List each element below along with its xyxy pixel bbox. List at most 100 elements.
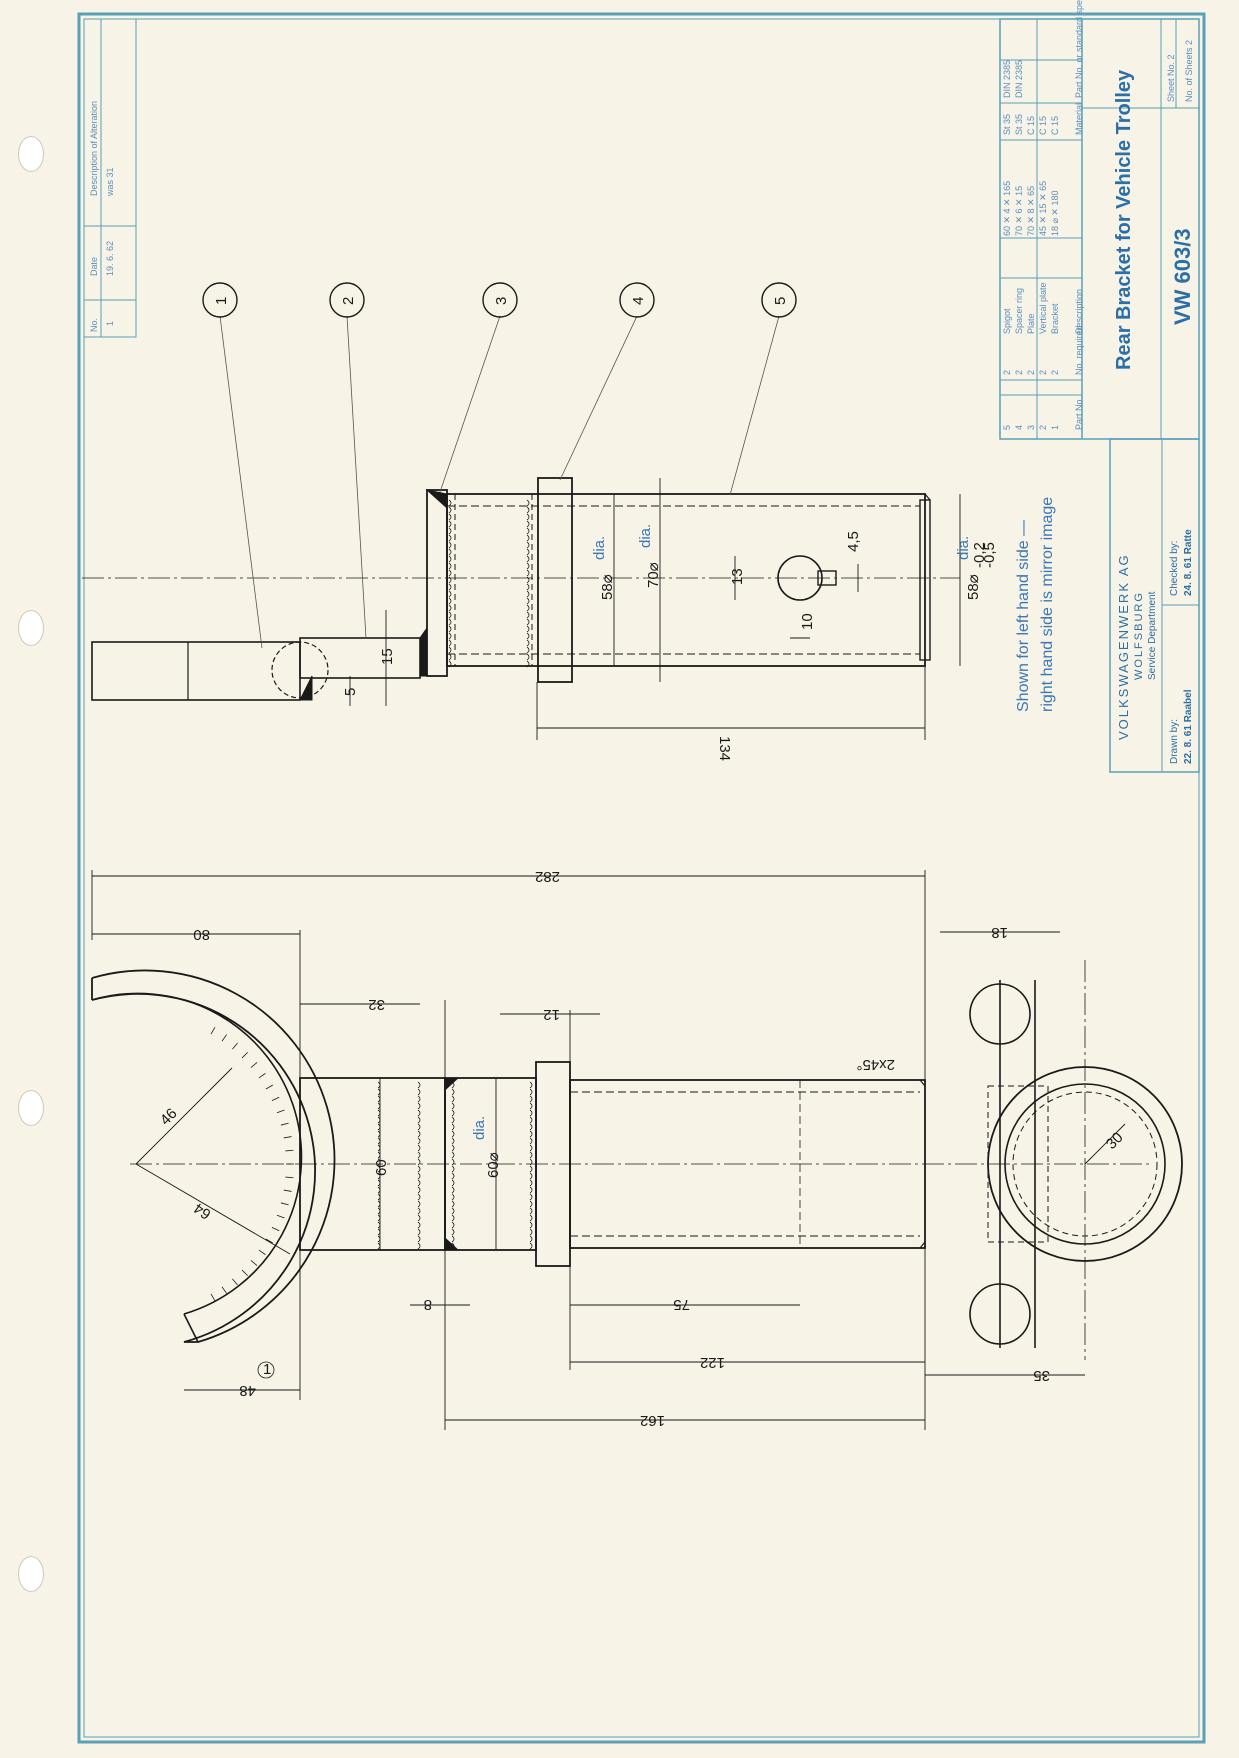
sheet-number: Sheet No. 2 [1166, 54, 1176, 102]
spigot [446, 493, 926, 667]
dim-tol-lower: -0,5 [981, 542, 998, 568]
alt-row-desc: was 31 [105, 167, 115, 197]
parts-cell-mat: C 15 [1026, 116, 1036, 135]
revision-mark-label: 1 [263, 1361, 271, 1378]
dim-4-5: 4,5 [845, 531, 862, 552]
company-block: VOLKSWAGENWERK AG WOLFSBURG Service Depa… [1109, 438, 1200, 773]
parts-cell-mat: C 15 [1050, 116, 1060, 135]
parts-cell-desc: Bracket [1050, 303, 1060, 334]
parts-cell-desc: Vertical plate [1038, 282, 1048, 334]
dim-70-dia-suffix: dia. [637, 524, 654, 548]
dim-58-dia: 58⌀ [599, 574, 616, 600]
fork-inner [91, 992, 303, 1315]
dim-60-dia-suffix: dia. [471, 1116, 488, 1140]
dim-12: 12 [543, 1006, 560, 1023]
parts-header-material: Material [1074, 103, 1084, 135]
parts-cell-qty: 2 [1026, 370, 1036, 375]
dim-46: 46 [157, 1105, 181, 1129]
spacer-ring [537, 477, 573, 683]
dim-13: 13 [729, 568, 746, 585]
dim-80: 80 [193, 926, 210, 943]
dim-60-dia: 60⌀ [485, 1152, 502, 1178]
dim-10: 10 [799, 613, 816, 630]
vertical-plate [299, 637, 421, 679]
parts-cell-dim: 60 ✕ 4 ✕ 165 [1002, 181, 1012, 236]
drawn-by-label: Drawn by: [1169, 719, 1180, 764]
balloon-label: 1 [213, 297, 230, 305]
note-line-2: right hand side is mirror image [1039, 497, 1056, 712]
parts-header-description: Description [1074, 289, 1084, 334]
punch-hole [18, 1556, 44, 1592]
parts-cell-part: 4 [1014, 425, 1024, 430]
checked-by-label: Checked by: [1169, 540, 1180, 596]
parts-cell-qty: 2 [1050, 370, 1060, 375]
parts-cell-desc: Plate [1026, 313, 1036, 334]
parts-cell-desc: Spigot [1002, 308, 1012, 334]
parts-cell-qty: 2 [1014, 370, 1024, 375]
dim-32: 32 [368, 996, 385, 1013]
drawing-title: Rear Bracket for Vehicle Trolley [1113, 69, 1135, 370]
balloon-leaders [219, 315, 780, 649]
alt-row-date: 19. 6. 62 [105, 241, 115, 276]
dim-2x45: 2x45° [856, 1056, 895, 1073]
revision-mark [257, 1361, 275, 1379]
side-view [82, 477, 960, 701]
dim-58-dia-suffix: dia. [591, 536, 608, 560]
parts-header-required: No. required [1074, 325, 1084, 375]
parts-cell-part: 5 [1002, 425, 1012, 430]
company-city: WOLFSBURG [1133, 591, 1145, 680]
plan-view [91, 960, 1183, 1360]
dim-58-dia-spigot: 58⌀ [965, 574, 982, 600]
side-view-dimensions [349, 478, 961, 740]
dim-75: 75 [673, 1296, 690, 1313]
alt-header-desc: Description of Alteration [89, 101, 99, 196]
number-of-sheets: No. of Sheets 2 [1184, 40, 1194, 102]
dim-58-dia-spigot-suffix: dia. [955, 536, 972, 560]
parts-header-standard: Part No. or standard spec. [1074, 0, 1084, 98]
parts-cell-std: DIN 2385 [1014, 60, 1024, 98]
parts-header-part: Part No. [1074, 397, 1084, 430]
punch-hole [18, 1090, 44, 1126]
balloon-2 [329, 282, 365, 318]
parts-cell-dim: 70 ✕ 8 ✕ 65 [1026, 186, 1036, 236]
dim-64: 64 [191, 1199, 214, 1222]
bar-end-top [969, 983, 1031, 1045]
balloon-label: 3 [493, 297, 510, 305]
parts-cell-part: 1 [1050, 425, 1060, 430]
dim-15: 15 [379, 648, 396, 665]
drawn-by: 22. 8. 61 Raabel [1183, 689, 1194, 764]
checked-by: 24. 8. 61 Ratte [1183, 529, 1194, 596]
dim-48: 48 [239, 1382, 256, 1399]
dim-122: 122 [700, 1354, 725, 1371]
drawing-number: VW 603/3 [1170, 228, 1195, 325]
dim-tol-upper: -0,2 [971, 542, 988, 568]
parts-cell-dim: 70 ✕ 6 ✕ 15 [1014, 186, 1024, 236]
balloon-label: 2 [340, 297, 357, 305]
punch-hole [18, 610, 44, 646]
balloon-5 [761, 282, 797, 318]
dim-30: 30 [1103, 1129, 1127, 1153]
sheet-border [77, 12, 1206, 1744]
parts-cell-dim: 18 ⌀ ✕ 180 [1050, 191, 1060, 237]
balloon-label: 5 [772, 297, 789, 305]
dim-162: 162 [640, 1412, 665, 1429]
dim-35: 35 [1033, 1367, 1050, 1384]
alt-row-no: 1 [105, 321, 115, 326]
dim-134: 134 [716, 736, 733, 761]
side-weld-marks [448, 499, 530, 668]
parts-cell-part: 3 [1026, 425, 1036, 430]
dim-8: 8 [424, 1296, 432, 1313]
parts-cell-mat: C 15 [1038, 116, 1048, 135]
parts-cell-qty: 2 [1038, 370, 1048, 375]
parts-cell-desc: Spacer ring [1014, 288, 1024, 334]
balloon-1 [202, 282, 238, 318]
dim-18: 18 [991, 924, 1008, 941]
plan-weld-marks [210, 1026, 533, 1302]
bracket-rod [91, 641, 301, 701]
pin-hole [777, 555, 823, 601]
alt-header-no: No. [89, 318, 99, 332]
